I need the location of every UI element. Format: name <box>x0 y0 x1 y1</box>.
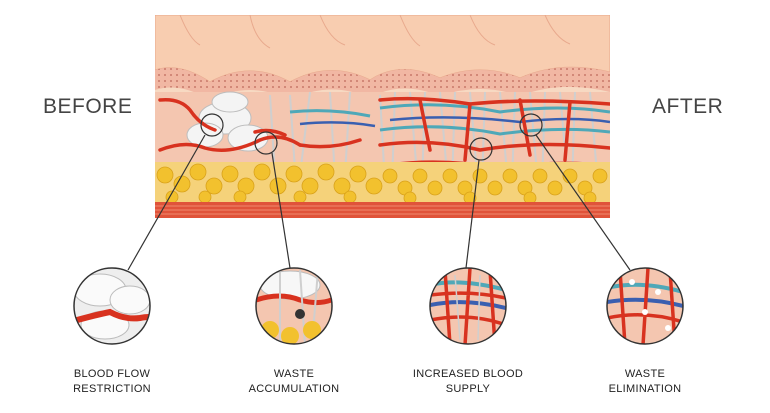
detail-circle-increased-blood-supply <box>429 267 507 345</box>
after-label: AFTER <box>652 95 724 118</box>
detail-circle-waste-elimination <box>606 267 684 345</box>
dermis-band <box>155 67 610 100</box>
before-label: BEFORE <box>43 95 133 118</box>
skin-block <box>155 15 610 218</box>
caption-line: ELIMINATION <box>608 383 682 395</box>
lymph-vessels <box>289 103 610 136</box>
magnifier-markers <box>200 113 543 161</box>
caption-line: BLOOD FLOW <box>73 368 151 380</box>
collagen-fibers <box>269 91 599 186</box>
caption-line: RESTRICTION <box>73 383 151 395</box>
muscle-layer <box>155 202 610 218</box>
caption-waste-elimination: WASTE ELIMINATION <box>575 367 715 397</box>
caption-line: WASTE <box>273 368 315 380</box>
leader-lines <box>127 134 631 271</box>
caption-line: SUPPLY <box>445 383 491 395</box>
detail-circle-waste-accumulation <box>255 267 333 345</box>
caption-increased-blood-supply: INCREASED BLOOD SUPPLY <box>398 367 538 397</box>
caption-line: ACCUMULATION <box>248 383 340 395</box>
caption-line: WASTE <box>624 368 666 380</box>
caption-waste-accumulation: WASTE ACCUMULATION <box>224 367 364 397</box>
caption-blood-flow-restriction: BLOOD FLOW RESTRICTION <box>42 367 182 397</box>
fat-cells <box>156 163 608 205</box>
caption-line: INCREASED BLOOD <box>412 368 524 380</box>
detail-circle-blood-flow-restriction <box>73 267 151 345</box>
